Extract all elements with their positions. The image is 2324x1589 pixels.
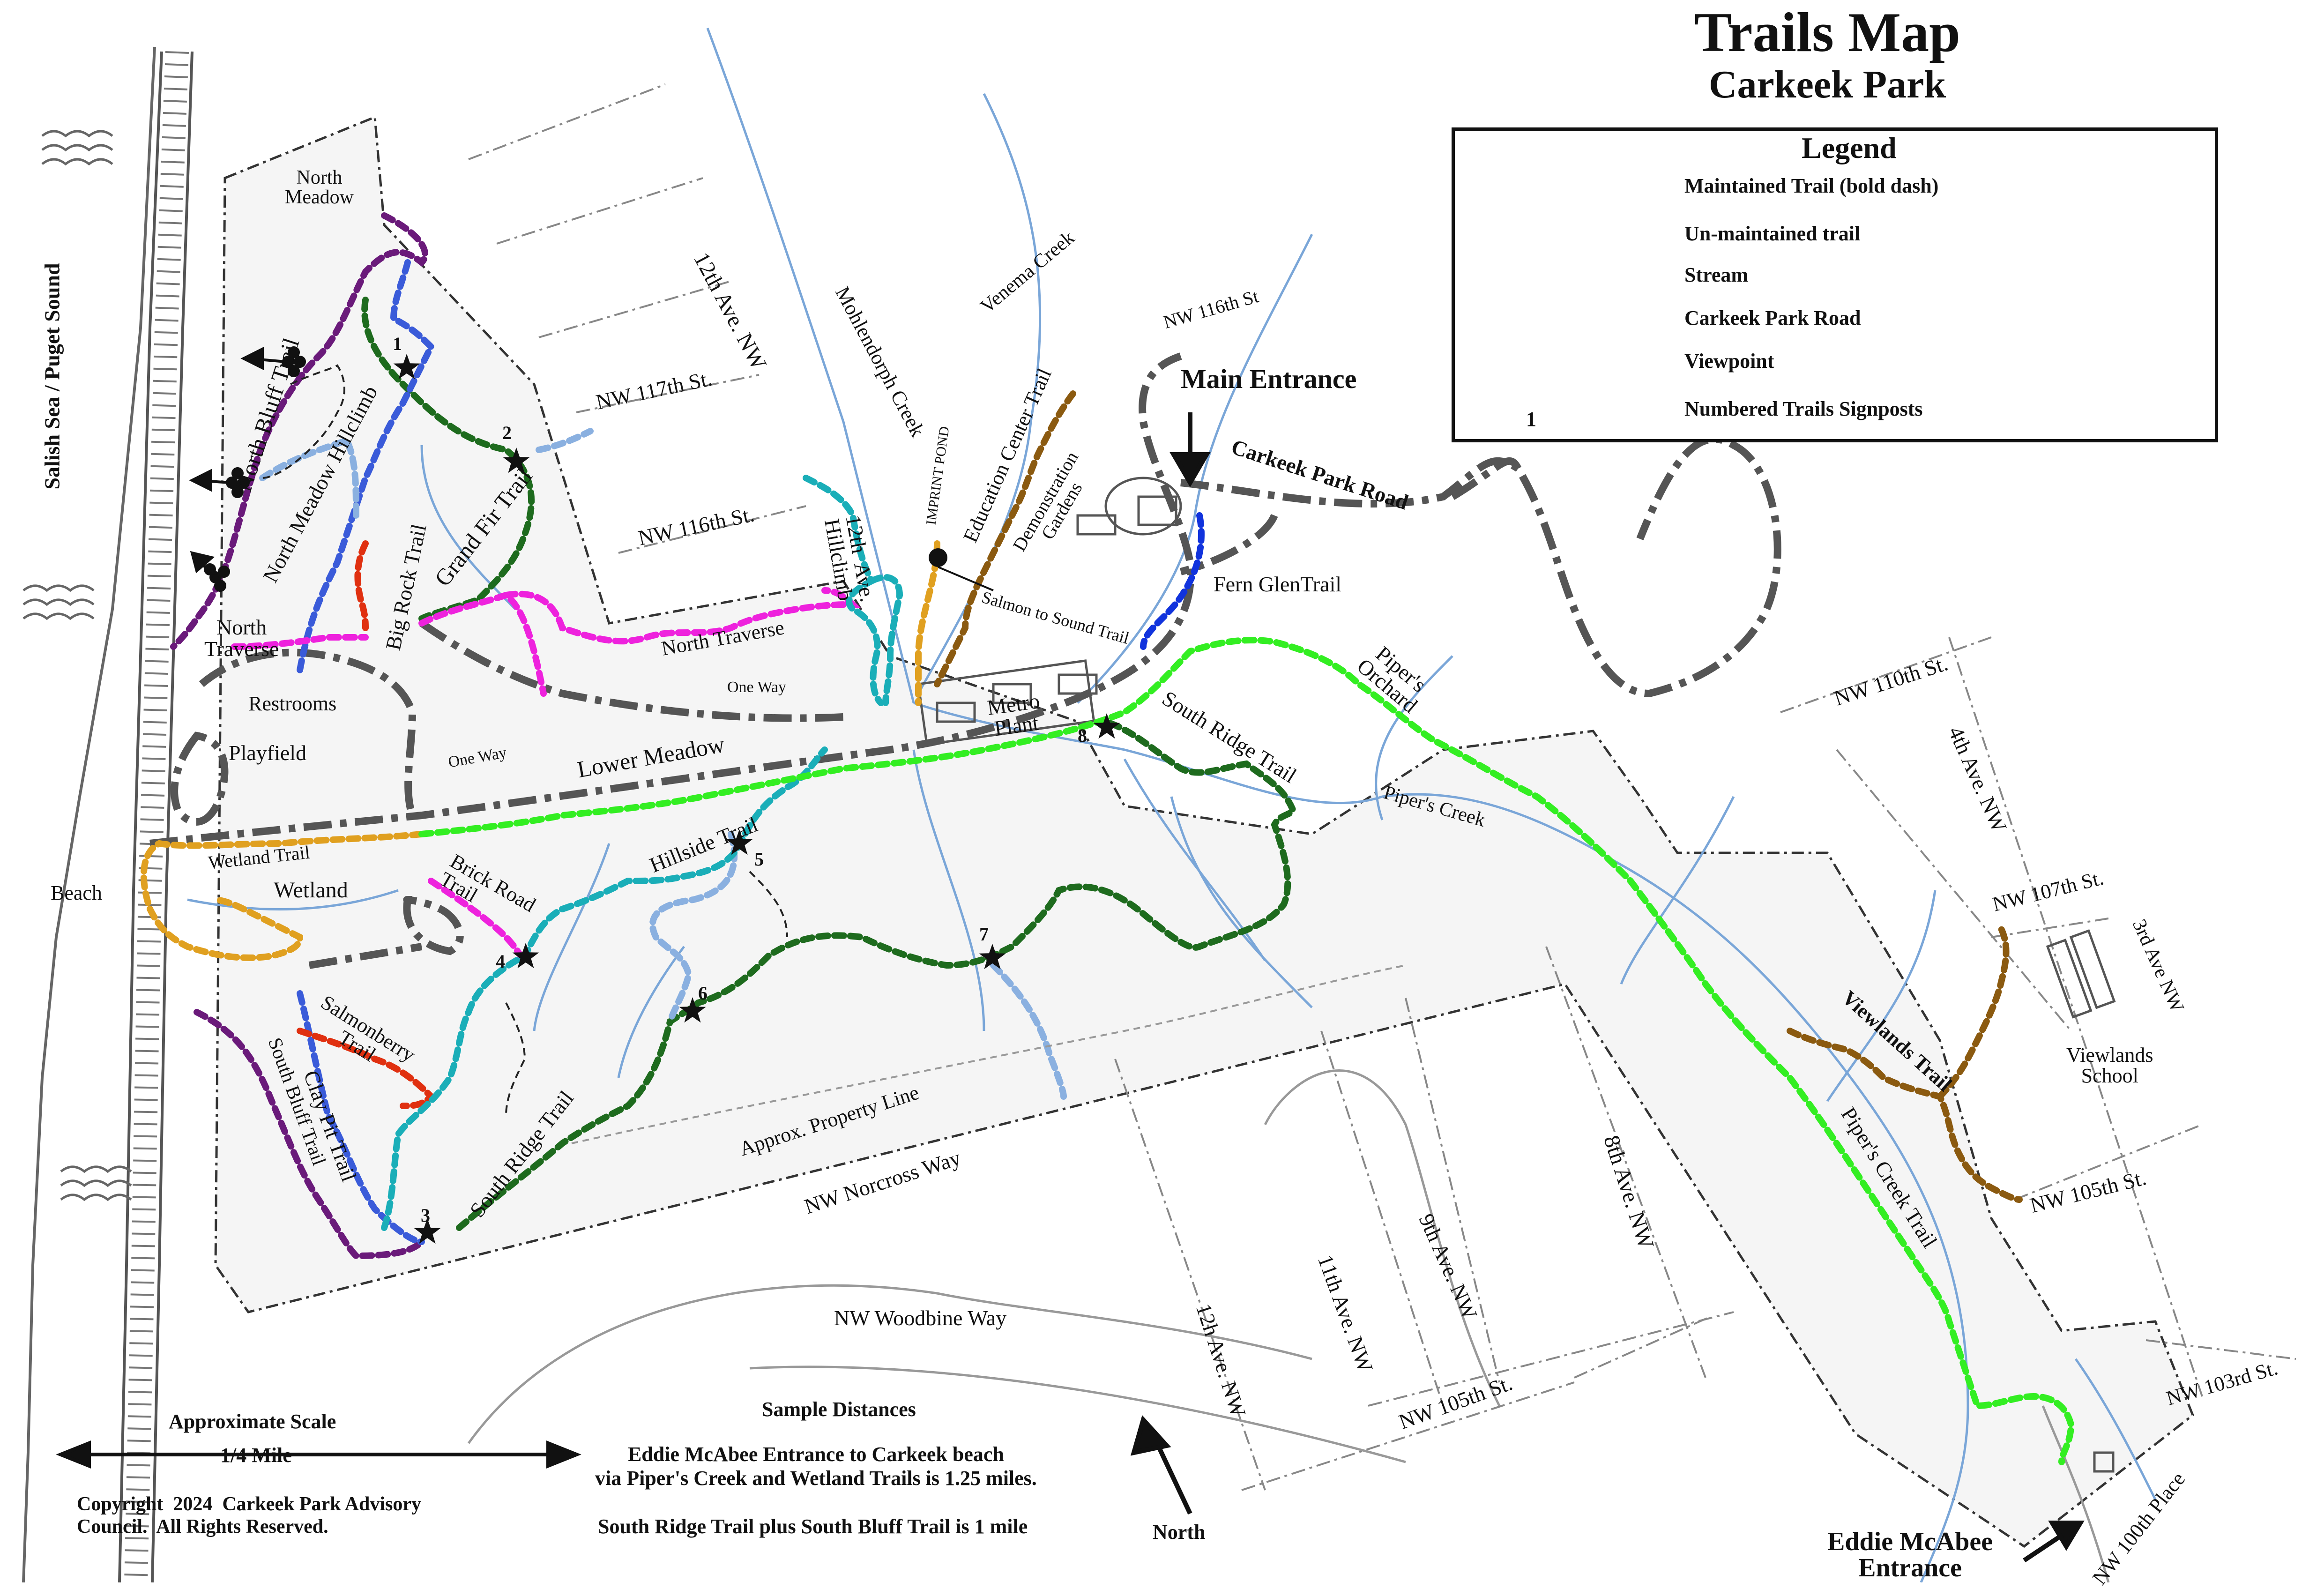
wetland-label: Wetland — [274, 878, 348, 903]
signpost-star-2 — [503, 448, 530, 473]
eddie-mcabee-entrance-arrow — [2023, 1521, 2085, 1563]
signpost-star-5 — [726, 829, 753, 855]
sample-distance-1: Eddie McAbee Entrance to Carkeek beach v… — [595, 1443, 1037, 1490]
signpost-number-5: 5 — [754, 849, 764, 870]
hillside-trail — [381, 746, 828, 1231]
viewlands-school-label: Viewlands School — [2066, 1044, 2153, 1087]
railroad-track-1 — [118, 51, 163, 1582]
legend-label-stream: Stream — [1684, 263, 1749, 286]
wave-icon-1 — [41, 130, 113, 166]
magenta-link — [231, 634, 369, 650]
trails — [140, 212, 2075, 1465]
fern-glen-trail-label: Fern GlenTrail — [1214, 572, 1342, 596]
copyright-text: Copyright 2024 Carkeek Park Advisory Cou… — [77, 1493, 421, 1537]
main-entrance-arrow — [1169, 412, 1211, 487]
eddie-mcabee-entrance-label: Eddie McAbee Entrance — [1827, 1527, 1993, 1582]
perimeter-roads — [467, 1069, 2110, 1582]
signpost-number-7: 7 — [979, 924, 989, 945]
orange-trail-2 — [915, 540, 940, 706]
light-blue-trail-2 — [536, 428, 594, 453]
light-blue-trail-3 — [649, 831, 738, 1025]
park-boundary — [214, 115, 2195, 1548]
unmaintained-trails — [262, 364, 788, 1116]
shoreline — [22, 46, 156, 1582]
north-traverse-label-1: North Traverse — [204, 615, 279, 661]
legend-label-road: Carkeek Park Road — [1684, 306, 1861, 329]
railroad-track-2 — [151, 51, 194, 1582]
signpost-star-6 — [679, 997, 706, 1023]
legend-heading: Legend — [1802, 131, 1897, 164]
fern-glen-trail — [1140, 512, 1205, 650]
signpost-number-3: 3 — [421, 1205, 430, 1226]
legend-label-signpost: Numbered Trails Signposts — [1684, 397, 1923, 420]
signpost-number-8: 8 — [1078, 725, 1087, 746]
signpost-star-7 — [979, 944, 1006, 970]
wetland-trail — [140, 831, 425, 961]
viewlands-trail — [1787, 925, 2023, 1203]
north-traverse-trail — [418, 587, 861, 697]
legend-label-viewpoint: Viewpoint — [1684, 350, 1774, 373]
signpost-star-4 — [512, 943, 539, 969]
wave-icon-3 — [60, 1165, 132, 1201]
clay-pit-trail — [297, 990, 425, 1245]
south-bluff-trail — [194, 1009, 425, 1260]
signpost-number-2: 2 — [502, 422, 512, 443]
scale-value: 1/4 Mile — [220, 1444, 292, 1467]
north-meadow-hillclimb — [297, 259, 435, 673]
light-blue-trail-4 — [990, 962, 1067, 1100]
imprint-pond-marker — [929, 548, 947, 567]
legend-label-maintained: Maintained Trail (bold dash) — [1684, 174, 1939, 197]
north-arrow-icon — [1130, 1415, 1192, 1515]
nw-woodbine-way-label: NW Woodbine Way — [834, 1306, 1007, 1330]
scale-bar-arrow — [56, 1440, 581, 1469]
water-label: Salish Sea / Puget Sound — [40, 263, 64, 490]
legend-label-unmaintained: Un-maintained trail — [1684, 222, 1861, 245]
big-rock-trail — [354, 540, 369, 631]
playfield-label: Playfield — [229, 741, 307, 765]
legend: Legend Maintained Trail (bold dash) Un-m… — [1452, 127, 2218, 442]
wave-icon-2 — [22, 584, 95, 620]
signpost-number-4: 4 — [496, 951, 505, 972]
metro-plant-label: Metro Plant — [985, 688, 1042, 741]
streams — [187, 28, 2157, 1582]
signpost-star-3 — [414, 1218, 441, 1244]
property-line — [571, 964, 1406, 1144]
sample-distances-title: Sample Distances — [762, 1398, 916, 1421]
legend-signpost-number: 1 — [1526, 408, 1536, 431]
pipers-creek-trail — [418, 637, 2075, 1465]
one-way-label-1: One Way — [727, 679, 786, 696]
north-arrow-label: North — [1153, 1521, 1206, 1544]
scale-title: Approximate Scale — [169, 1410, 336, 1433]
light-blue-trail-1 — [259, 436, 359, 519]
north-meadow-label: North Meadow — [285, 167, 354, 208]
viewpoint-icon-3 — [190, 551, 230, 592]
carkeek-park-road — [149, 352, 1781, 969]
buildings — [917, 477, 2116, 1473]
sample-distance-2: South Ridge Trail plus South Bluff Trail… — [598, 1515, 1028, 1538]
education-center-trail — [934, 390, 1076, 687]
twelfth-ave-hillclimb — [803, 475, 903, 706]
restrooms-label: Restrooms — [248, 692, 337, 715]
signpost-number-6: 6 — [698, 983, 708, 1004]
beach-label: Beach — [51, 881, 102, 904]
signpost-number-1: 1 — [393, 333, 402, 354]
viewpoint-icon-2 — [189, 467, 250, 498]
signpost-star-8 — [1093, 713, 1120, 739]
south-ridge-trail — [456, 718, 1297, 1231]
viewpoint-icon-1 — [240, 346, 306, 377]
signpost-stars — [393, 354, 1120, 1244]
main-entrance-label: Main Entrance — [1181, 364, 1357, 394]
signpost-star-1 — [393, 354, 420, 380]
map-subtitle: Carkeek Park — [1708, 63, 1946, 106]
map-title: Trails Map — [1694, 1, 1960, 63]
salmonberry-trail — [297, 1028, 436, 1109]
